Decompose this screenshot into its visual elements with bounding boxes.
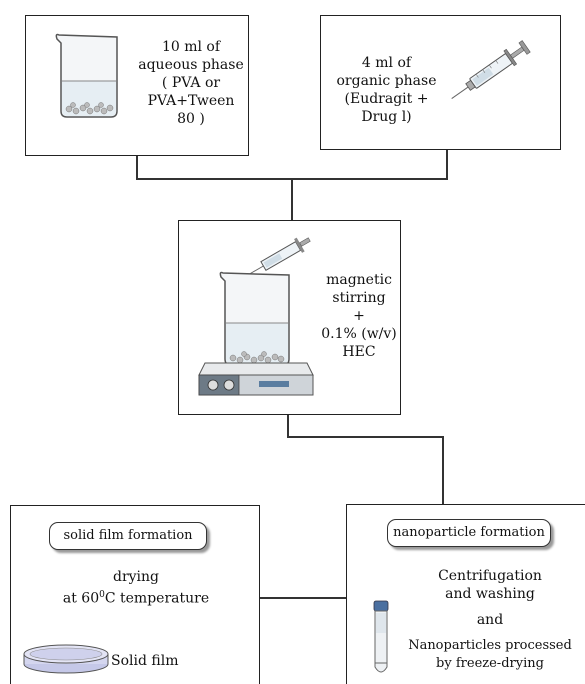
solid-film-box: solid film formation drying at 600C temp… [10, 505, 260, 684]
nano-line-3: and [476, 612, 504, 628]
stirring-text: magnetic stirring + 0.1% (w/v) HEC [319, 271, 399, 361]
drying-line-2a: at 60 [62, 590, 100, 607]
aqueous-phase-text: 10 ml of aqueous phase ( PVA or PVA+Twee… [136, 38, 246, 128]
organic-phase-text: 4 ml of organic phase (Eudragit + Drug l… [329, 54, 444, 126]
nanoparticle-header: nanoparticle formation [387, 519, 551, 547]
nano-line-1: Centrifugation [438, 568, 542, 584]
drying-line-2b: C temperature [104, 590, 210, 607]
nanoparticle-box: nanoparticle formation Centrifugation an… [346, 504, 585, 684]
connector-to-nano [442, 436, 444, 504]
aqueous-line-2: aqueous phase [138, 57, 244, 73]
drying-line-1: drying [112, 569, 160, 585]
stirring-line-3: + [353, 308, 365, 324]
petri-dish-icon [23, 644, 109, 674]
syringe-icon [451, 40, 531, 99]
aqueous-line-5: 80 ) [177, 111, 205, 127]
connector-to-stirring [291, 178, 293, 220]
connector-stirring-down [287, 414, 289, 436]
vial-icon [373, 600, 389, 673]
organic-line-1: 4 ml of [361, 55, 412, 71]
magnetic-stirrer-icon [198, 237, 314, 396]
aqueous-line-4: PVA+Tween [147, 93, 235, 109]
connector-organic-down [446, 149, 448, 179]
aqueous-phase-box: 10 ml of aqueous phase ( PVA or PVA+Twee… [25, 15, 249, 156]
connector-film-nano [260, 597, 346, 599]
organic-phase-box: 4 ml of organic phase (Eudragit + Drug l… [320, 15, 561, 150]
aqueous-line-1: 10 ml of [161, 39, 221, 55]
nano-line-4: Nanoparticles processed [408, 638, 572, 653]
beaker-icon [55, 33, 118, 118]
connector-horizontal-mid [287, 436, 443, 438]
drying-degree-sup: 0 [99, 590, 105, 600]
stirring-line-4: 0.1% (w/v) [321, 326, 397, 342]
organic-line-4: Drug l) [361, 109, 412, 125]
stirring-line-5: HEC [342, 344, 376, 360]
solid-film-header: solid film formation [49, 522, 207, 550]
solid-film-label: Solid film [111, 653, 179, 669]
stirring-line-2: stirring [332, 290, 386, 306]
connector-aqueous-down [136, 155, 138, 179]
aqueous-line-3: ( PVA or [161, 75, 221, 91]
nano-line-5: by freeze-drying [436, 656, 544, 671]
stirring-line-1: magnetic [326, 272, 392, 288]
stirring-box: magnetic stirring + 0.1% (w/v) HEC [178, 220, 401, 415]
drying-line-2: at 600C temperature [11, 586, 261, 608]
nanoparticle-text: Centrifugation and washing and Nanoparti… [397, 567, 583, 673]
organic-line-2: organic phase [336, 73, 437, 89]
syringe-icon [244, 237, 311, 278]
nano-line-2: and washing [445, 586, 535, 602]
drying-text: drying at 600C temperature [11, 568, 261, 608]
organic-line-3: (Eudragit + [344, 91, 429, 107]
